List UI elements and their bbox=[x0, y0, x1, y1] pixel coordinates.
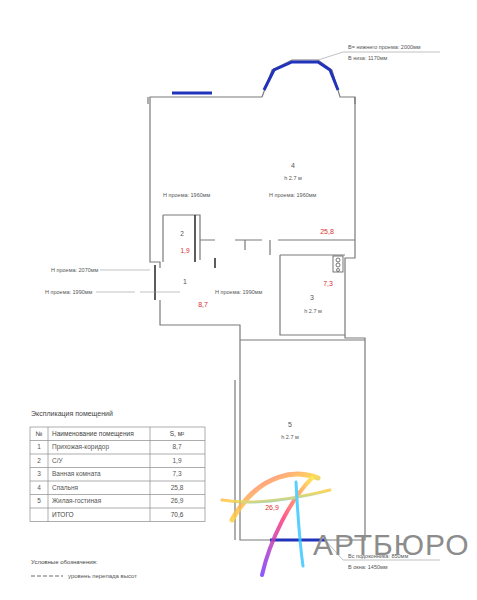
table-cell: S, м² bbox=[169, 430, 186, 437]
windows bbox=[172, 62, 338, 540]
room-label: 3 bbox=[309, 294, 315, 302]
table-cell: Наименование помещения bbox=[51, 430, 135, 437]
table-cell: 2 bbox=[36, 457, 42, 464]
room-area-value: 26,9 bbox=[264, 504, 280, 512]
table-cell: 5 bbox=[36, 498, 42, 505]
dimension-note: В окна: 1450мм bbox=[347, 564, 389, 570]
table-cell: 1,9 bbox=[171, 457, 182, 464]
table-cell: 8,7 bbox=[171, 444, 182, 451]
leader-lines bbox=[96, 52, 440, 560]
table-grid bbox=[30, 427, 205, 522]
room-label: 2 bbox=[179, 230, 185, 237]
room-label: 4 bbox=[290, 162, 296, 170]
dimension-note: В низа: 1170мм bbox=[347, 55, 388, 61]
room-area-value: 8,7 bbox=[197, 301, 209, 309]
room-area: 4 h 2.7 м 25,8 bbox=[150, 97, 355, 240]
wall-detail bbox=[155, 215, 215, 300]
dimension-note: В= нижнего проема: 2000мм bbox=[347, 44, 422, 50]
legend-row: уровень перепада высот bbox=[30, 573, 137, 579]
room-area-value: 1,9 bbox=[179, 247, 190, 254]
watermark: АРТБЮРО bbox=[312, 528, 471, 563]
room-label: h 2.7 м bbox=[303, 308, 323, 314]
table-cell: 3 bbox=[36, 471, 42, 478]
legend-text: уровень перепада высот bbox=[68, 573, 137, 579]
table-title: Экспликация помещений bbox=[30, 410, 114, 418]
room-area: 5 h 2.7 м 26,9 bbox=[240, 340, 365, 540]
opening-height: Н проема: 1960мм bbox=[268, 192, 317, 198]
table-cell: 70,6 bbox=[170, 511, 185, 518]
room-label: 1 bbox=[182, 278, 188, 286]
opening-height: Н проема: 2070мм bbox=[50, 267, 99, 273]
room-label: 5 bbox=[287, 421, 293, 429]
room-label: h 2.7 м bbox=[283, 175, 303, 181]
table-cell: № bbox=[35, 430, 44, 437]
table-cell: 26,9 bbox=[170, 498, 185, 505]
room-area: 3 h 2.7 м 7,3 bbox=[280, 255, 345, 335]
opening-height: Н проема: 1990мм bbox=[44, 289, 93, 295]
room-area-value: 7,3 bbox=[322, 280, 334, 288]
table-cell: Прихожая-коридор bbox=[51, 444, 110, 451]
table-cell: Жилая-гостиная bbox=[51, 498, 102, 505]
table-cell: Ванная комната bbox=[51, 471, 102, 478]
table-cell: 1 bbox=[36, 444, 42, 451]
table-cell: С/У bbox=[51, 457, 64, 464]
legend-sample-line bbox=[30, 573, 64, 579]
table-cell: 4 bbox=[36, 484, 42, 491]
opening-height: Н проема: 1960мм bbox=[162, 192, 211, 198]
legend-title: Условные обозначения: bbox=[30, 559, 99, 566]
table-cell: ИТОГО bbox=[51, 511, 75, 518]
room-area: 21,9 bbox=[163, 215, 201, 260]
table-cell: 25,8 bbox=[170, 484, 185, 491]
stove-symbol bbox=[333, 256, 343, 272]
room-label: h 2.7 м bbox=[280, 434, 300, 440]
opening-height: Н проема: 1990мм bbox=[214, 289, 263, 295]
table-cell: 7,3 bbox=[171, 471, 182, 478]
room-area-value: 25,8 bbox=[319, 228, 335, 236]
walls bbox=[148, 60, 365, 540]
table-cell: Спальня bbox=[51, 484, 79, 491]
